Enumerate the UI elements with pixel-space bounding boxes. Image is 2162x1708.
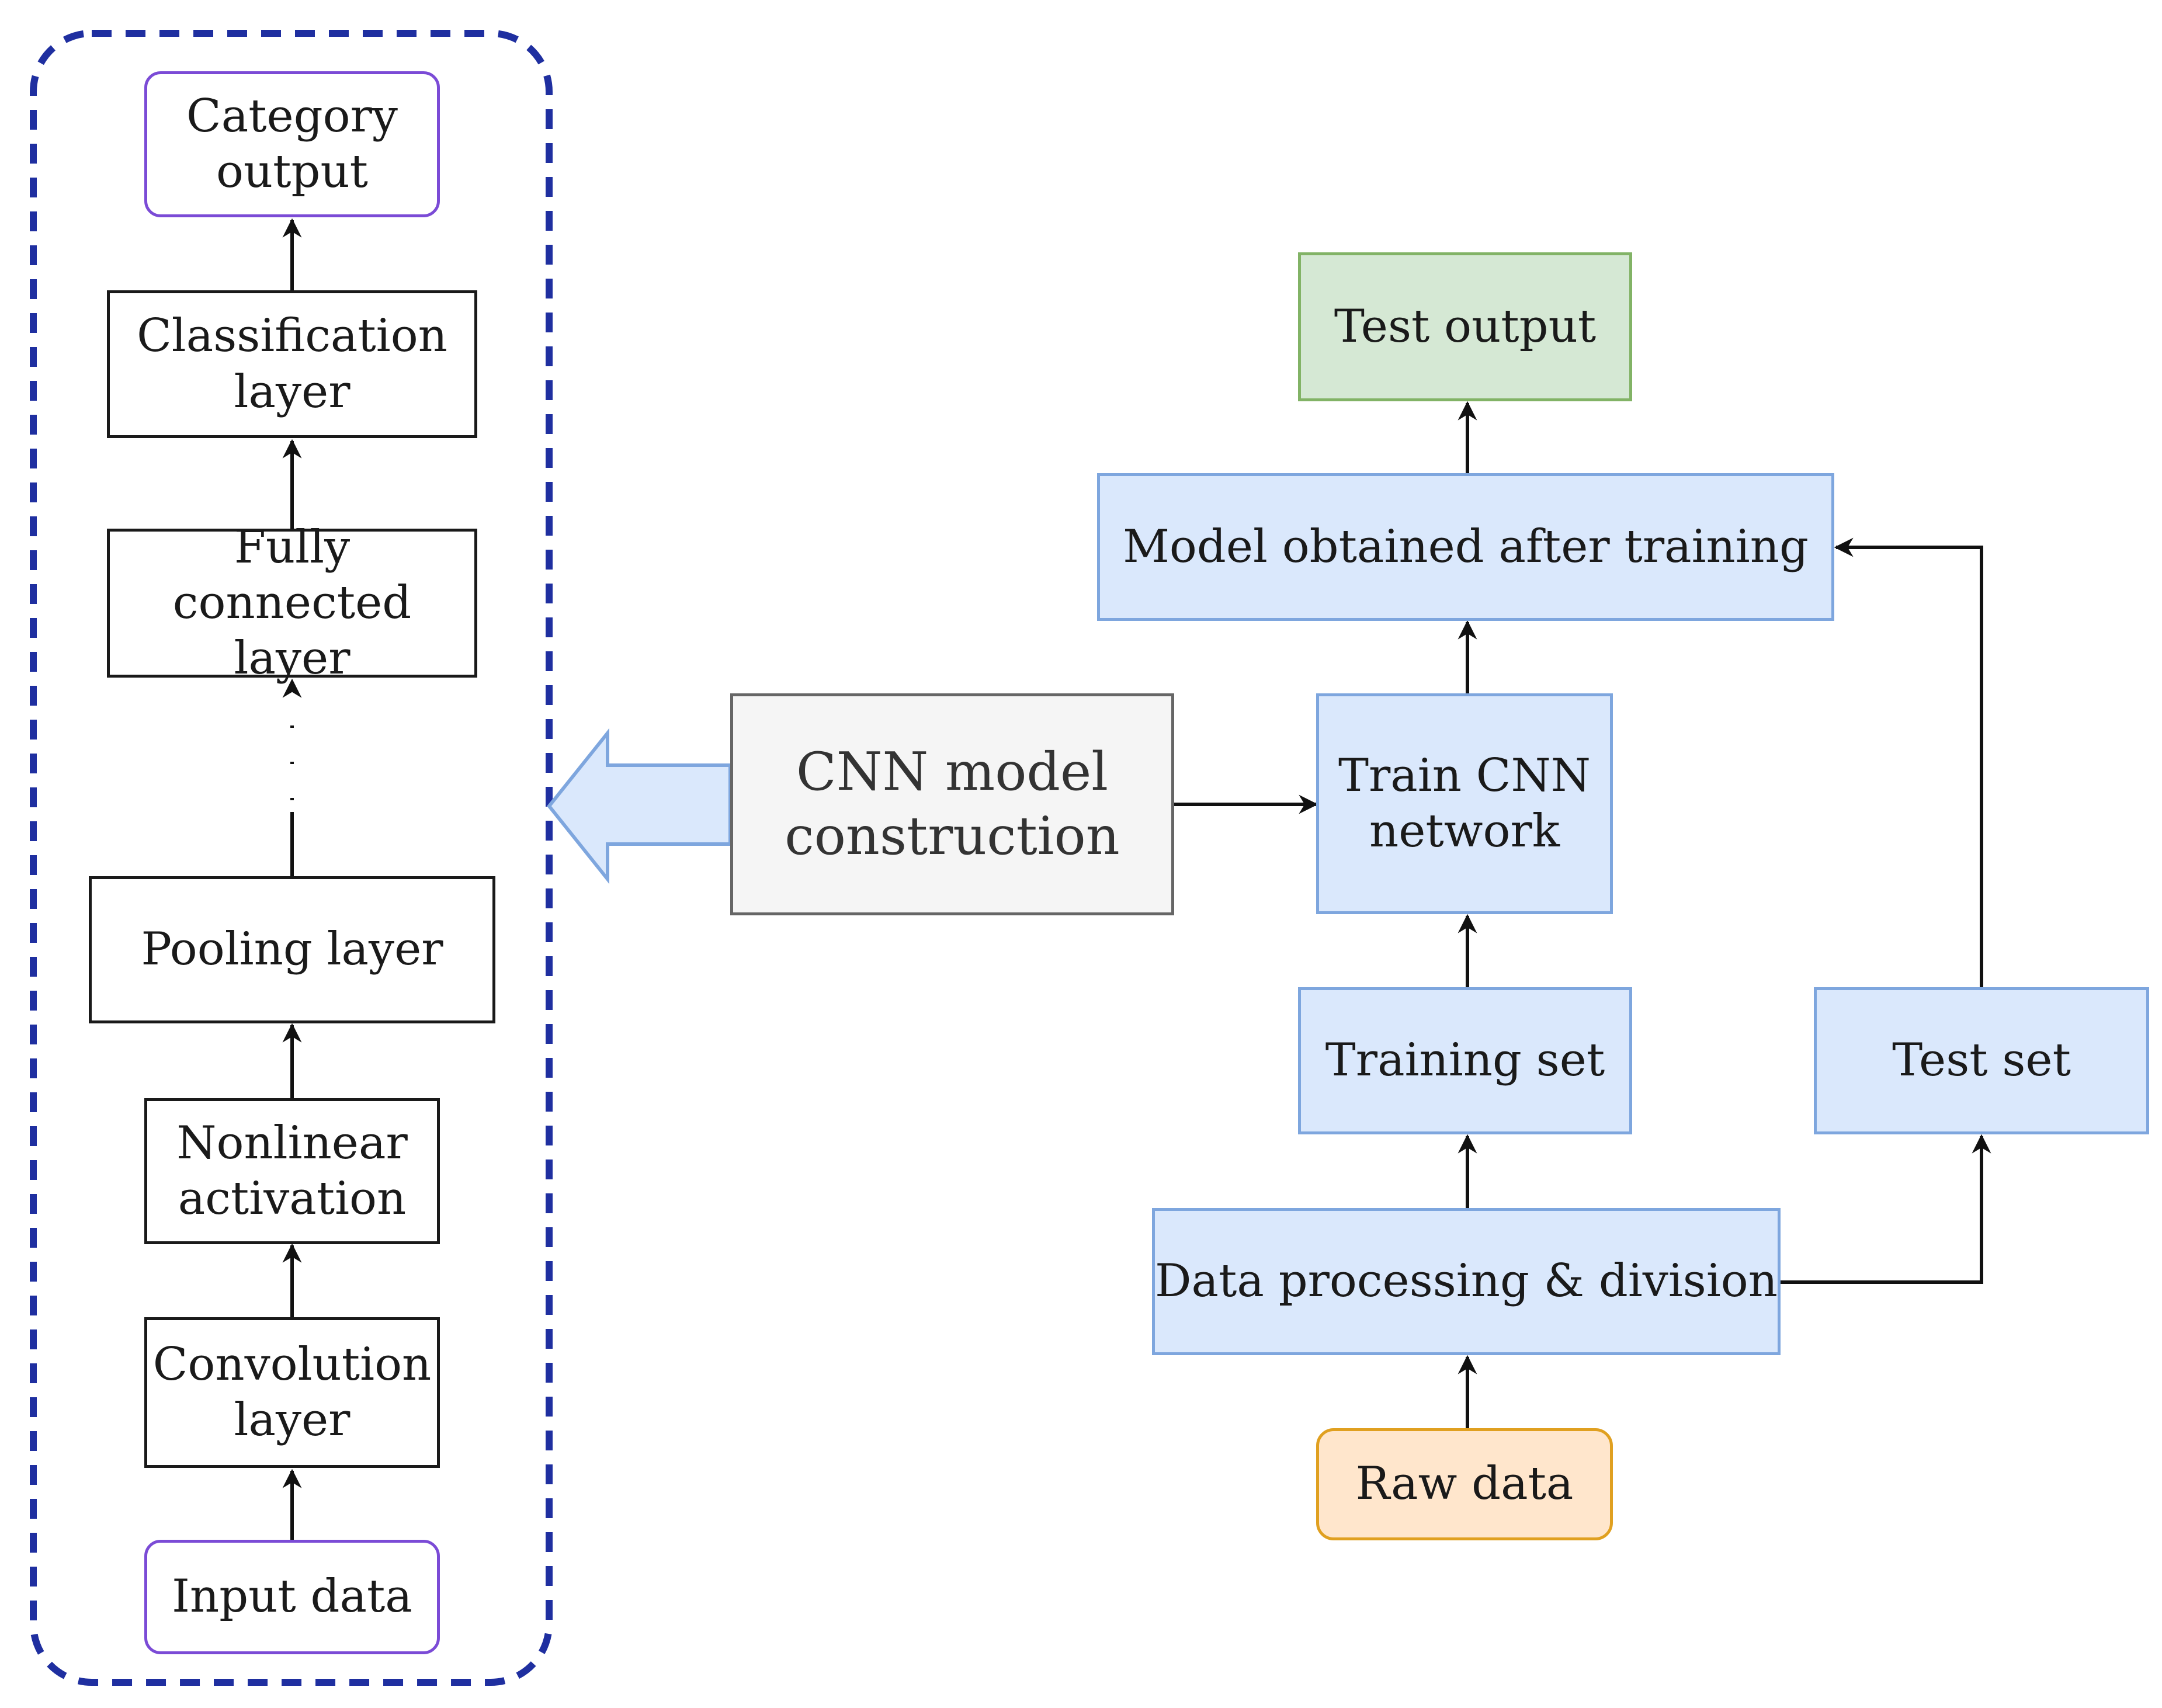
model-after-training-box: Model obtained after training [1097, 473, 1834, 621]
arrow-processing-to-test-set [1781, 1134, 1991, 1284]
classification-layer-box: Classification layer [107, 290, 477, 438]
arrow-test-set-to-model [1834, 537, 1983, 987]
raw-data-box: Raw data [1316, 1428, 1613, 1540]
test-output-box: Test output [1298, 252, 1632, 401]
train-cnn-network-box: Train CNN network [1316, 693, 1613, 914]
cnn-model-construction-box: CNN model construction [730, 693, 1174, 915]
layer-group-dashed-border [30, 30, 553, 1686]
input-data-box: Input data [144, 1540, 440, 1654]
convolution-layer-box: Convolution layer [144, 1317, 440, 1468]
nonlinear-activation-box: Nonlinear activation [144, 1098, 440, 1244]
training-set-box: Training set [1298, 987, 1632, 1134]
pooling-layer-box: Pooling layer [89, 876, 495, 1023]
expand-block-arrow [547, 728, 732, 884]
category-output-box: Category output [144, 71, 440, 217]
test-set-box: Test set [1814, 987, 2149, 1134]
fully-connected-layer-box: Fully connected layer [107, 521, 477, 685]
data-processing-box: Data processing & division [1152, 1208, 1781, 1355]
